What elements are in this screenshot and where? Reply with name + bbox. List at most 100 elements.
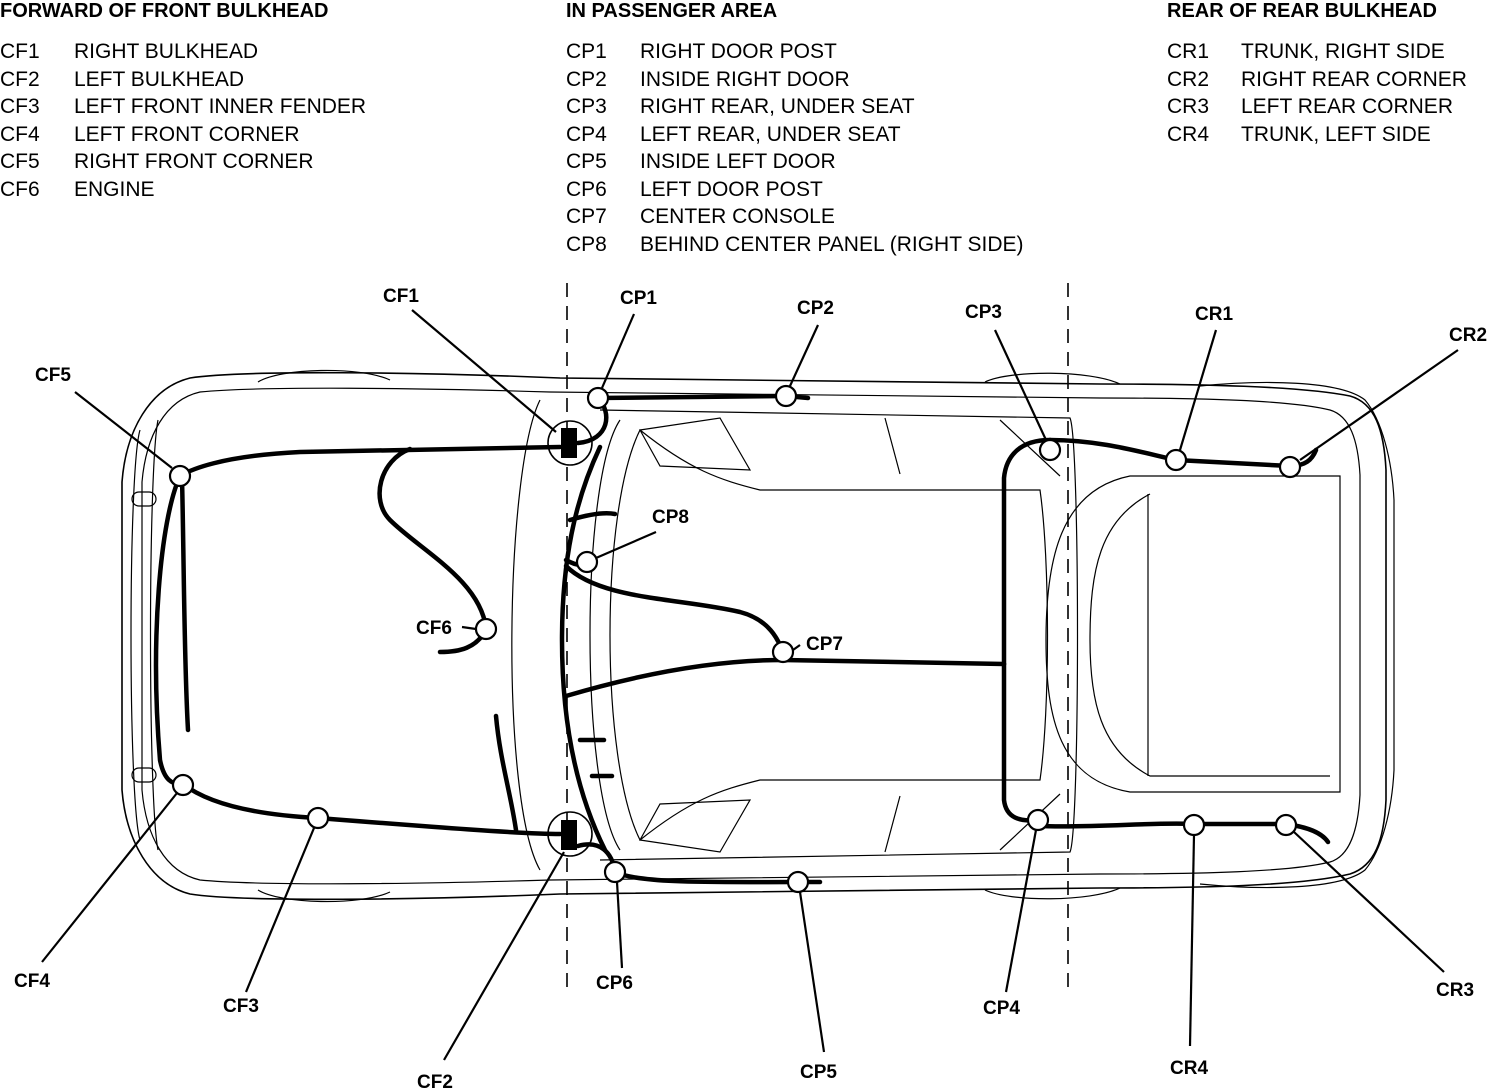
label-cr3: CR3 [1436,980,1474,1001]
label-cp7: CP7 [806,634,843,655]
legend-item: CP2 INSIDE RIGHT DOOR [566,66,1024,94]
right-side-glass [639,417,752,471]
connector-cf5 [168,464,192,488]
legend-code: CR4 [1167,122,1210,146]
connector-cp7 [771,640,795,664]
leader-cp8 [595,530,657,560]
front-bumper [130,429,141,841]
inner-body [141,387,1361,885]
connector-cr3 [1274,813,1298,837]
label-cp5: CP5 [800,1062,837,1083]
right-headlight [131,491,157,507]
left-headlight [131,767,157,783]
legend-code: CP1 [566,40,607,63]
legend-desc: CENTER CONSOLE [640,205,835,228]
front-left-wheel-arch [257,889,391,903]
legend-code: CF1 [0,40,40,63]
legend-desc: BEHIND CENTER PANEL (RIGHT SIDE) [640,232,1024,256]
connector-cr4 [1182,813,1206,837]
connector-cr1 [1164,448,1188,472]
leader-cp5 [798,891,826,1053]
connector-cp5 [786,870,810,894]
legend-desc: ENGINE [74,177,155,201]
legend-code: CF5 [0,150,40,173]
label-cp3: CP3 [965,302,1002,323]
label-cp8: CP8 [652,507,689,528]
connectors [168,384,1302,894]
legend-desc: LEFT REAR, UNDER SEAT [640,122,901,146]
legend-item: CP1 RIGHT DOOR POST [566,38,1024,66]
leader-cf2 [443,851,565,1061]
wiring-harness [153,393,1331,885]
legend-item: CR4 TRUNK, LEFT SIDE [1167,121,1467,149]
right-bulkhead-connector-block [561,428,577,458]
leader-cp6 [615,881,624,969]
left-door-run [612,869,801,885]
leader-cf4 [41,792,178,963]
legend-item: CP4 LEFT REAR, UNDER SEAT [566,121,1024,149]
legend-heading: IN PASSENGER AREA [566,0,778,22]
leader-cp3 [994,329,1047,441]
legend-desc: RIGHT DOOR POST [640,40,837,63]
rear-cross-run [1001,437,1053,667]
connector-cp2 [774,384,798,408]
legend-code: CP2 [566,67,607,91]
front-right-wheel-arch [257,369,391,383]
label-cp2: CP2 [797,298,834,319]
right-front-stub [179,475,191,733]
right-rear-glass [884,417,1061,477]
legend-code: CF6 [0,177,40,201]
cowl-line [511,399,541,871]
leader-cf1 [411,309,557,433]
legend-desc: LEFT BULKHEAD [74,67,244,91]
connector-cp8 [575,550,599,574]
windshield-inner [609,429,1049,841]
front-harness-left [180,781,563,837]
legend-code: CP6 [566,177,607,201]
legend-code: CP4 [566,122,607,146]
rear-bumper [1199,381,1395,889]
connector-cp6 [603,860,627,884]
cabin-roof [599,409,1079,861]
legend-code: CR3 [1167,95,1210,118]
legend-item: CF6 ENGINE [0,176,366,204]
left-bulkhead-connector-block [561,820,577,850]
legend-desc: TRUNK, LEFT SIDE [1241,122,1431,146]
legend-desc: INSIDE RIGHT DOOR [640,67,850,91]
left-side-glass [639,799,752,853]
leader-cr3 [1293,831,1445,973]
legend-code: CF3 [0,95,40,118]
rear-cross-run-lower [1001,661,1041,823]
label-cf1: CF1 [383,286,419,307]
label-cr1: CR1 [1195,304,1233,325]
label-cf5: CF5 [35,365,71,386]
leader-cr2 [1299,349,1459,461]
label-cr2: CR2 [1449,325,1487,346]
legend-desc: RIGHT REAR, UNDER SEAT [640,95,915,118]
leader-cr4 [1188,834,1196,1047]
callout-labels: CF1 CF5 CF6 CF4 CF3 CF2 CP1 CP2 CP8 CP7 … [14,286,1487,1090]
legend-item: CP3 RIGHT REAR, UNDER SEAT [566,93,1024,121]
right-bulkhead-grommet [547,420,593,466]
legend-code: CP8 [566,232,607,256]
leader-cp1 [600,313,636,389]
front-harness-loop [153,473,186,787]
label-cr4: CR4 [1170,1058,1208,1079]
label-cp1: CP1 [620,288,657,309]
label-cf4: CF4 [14,971,50,992]
connector-cp1 [586,386,610,410]
windshield-outer [589,419,621,851]
rear-window [1045,475,1341,793]
rear-deck-inner [1089,493,1330,777]
legend-code: CP3 [566,95,607,118]
